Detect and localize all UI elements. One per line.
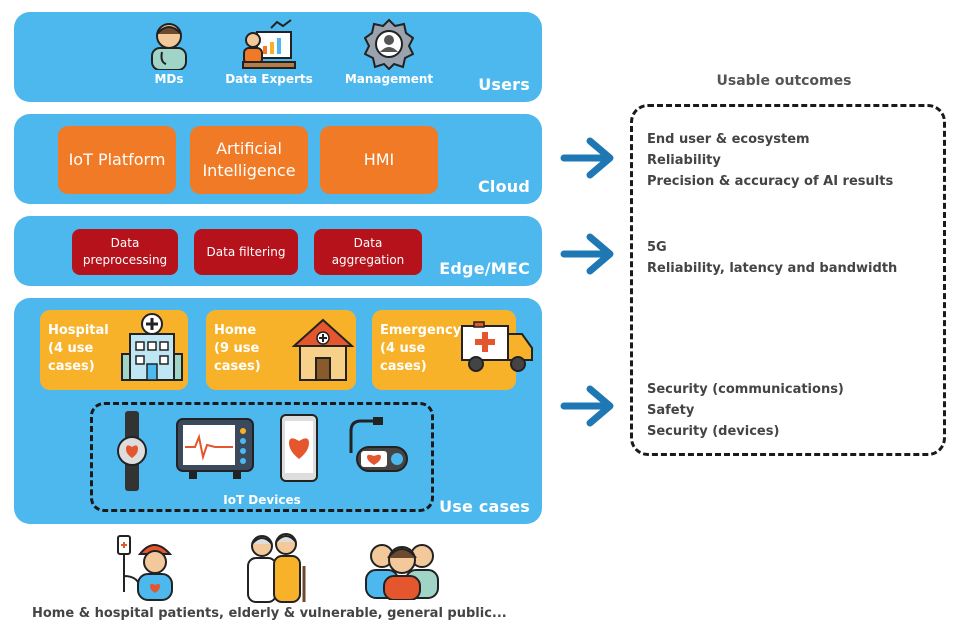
cloud-box-artificial-intelligence: Artificial Intelligence bbox=[190, 126, 308, 194]
user-label-management: Management bbox=[344, 72, 434, 86]
cloud-layer: IoT Platform Artificial Intelligence HMI… bbox=[14, 114, 542, 204]
outcome-item: Security (communications) bbox=[647, 382, 844, 397]
patient-monitor-icon bbox=[176, 418, 254, 479]
user-management: Management bbox=[334, 18, 444, 86]
group-people-icon bbox=[365, 544, 439, 600]
arrow-right-icon bbox=[560, 233, 614, 275]
elderly-couple-icon bbox=[247, 533, 306, 603]
outcomes-frame: End user & ecosystem Reliability Precisi… bbox=[630, 104, 946, 456]
cloud-box-iot-platform: IoT Platform bbox=[58, 126, 176, 194]
layer-label-use-cases: Use cases bbox=[439, 497, 530, 516]
users-layer: MDs Data Experts Management Users bbox=[14, 12, 542, 102]
ambulance-icon bbox=[461, 321, 533, 372]
use-case-emergency-text: Emergency (4 use cases) bbox=[380, 323, 462, 374]
use-case-home-text: Home (9 use cases) bbox=[214, 323, 261, 374]
wearable-sensor-icon bbox=[349, 417, 408, 472]
population-caption: Home & hospital patients, elderly & vuln… bbox=[32, 606, 507, 621]
smartphone-heart-icon bbox=[280, 414, 318, 482]
hospital-icon bbox=[121, 313, 183, 381]
outcome-item: Reliability, latency and bandwidth bbox=[647, 261, 898, 276]
iot-devices-label: IoT Devices bbox=[223, 493, 301, 507]
use-case-hospital: Hospital (4 use cases) bbox=[40, 310, 188, 390]
edge-box-data-aggregation: Data aggregation bbox=[314, 229, 422, 275]
doctor-icon bbox=[151, 23, 187, 70]
outcome-item: End user & ecosystem bbox=[647, 132, 810, 147]
user-mds: MDs bbox=[114, 18, 224, 86]
outcome-item: Security (devices) bbox=[647, 424, 780, 439]
use-case-home: Home (9 use cases) bbox=[206, 310, 356, 390]
use-case-emergency: Emergency (4 use cases) bbox=[372, 310, 533, 390]
management-gear-icon bbox=[364, 18, 414, 70]
outcome-item: 5G bbox=[647, 240, 667, 255]
edge-box-data-filtering: Data filtering bbox=[194, 229, 298, 275]
iot-devices-frame: IoT Devices bbox=[90, 402, 434, 512]
patient-iv-icon bbox=[117, 535, 173, 601]
outcome-item: Precision & accuracy of AI results bbox=[647, 174, 894, 189]
use-cases-layer: Hospital (4 use cases) Home (9 use cases… bbox=[14, 298, 542, 524]
outcome-item: Safety bbox=[647, 403, 695, 418]
outcome-item: Reliability bbox=[647, 153, 721, 168]
use-case-hospital-text: Hospital (4 use cases) bbox=[48, 323, 109, 374]
outcomes-title: Usable outcomes bbox=[716, 73, 852, 89]
outcomes-use-case-group: Security (communications) Safety Securit… bbox=[647, 379, 844, 442]
data-expert-icon bbox=[242, 19, 296, 69]
user-label-mds: MDs bbox=[154, 72, 184, 86]
home-icon bbox=[292, 318, 354, 381]
arrow-right-icon bbox=[560, 137, 614, 179]
layer-label-users: Users bbox=[478, 75, 530, 94]
edge-layer: Data preprocessing Data filtering Data a… bbox=[14, 216, 542, 286]
edge-box-data-preprocessing: Data preprocessing bbox=[72, 229, 178, 275]
outcomes-edge-group: 5G Reliability, latency and bandwidth bbox=[647, 237, 897, 279]
user-data-experts: Data Experts bbox=[214, 18, 324, 86]
user-label-data-experts: Data Experts bbox=[225, 72, 313, 86]
smartwatch-icon bbox=[117, 411, 147, 491]
arrow-right-icon bbox=[560, 385, 614, 427]
layer-label-edge: Edge/MEC bbox=[439, 259, 530, 278]
outcomes-cloud-group: End user & ecosystem Reliability Precisi… bbox=[647, 129, 893, 192]
layer-label-cloud: Cloud bbox=[477, 177, 530, 196]
cloud-box-hmi: HMI bbox=[320, 126, 438, 194]
